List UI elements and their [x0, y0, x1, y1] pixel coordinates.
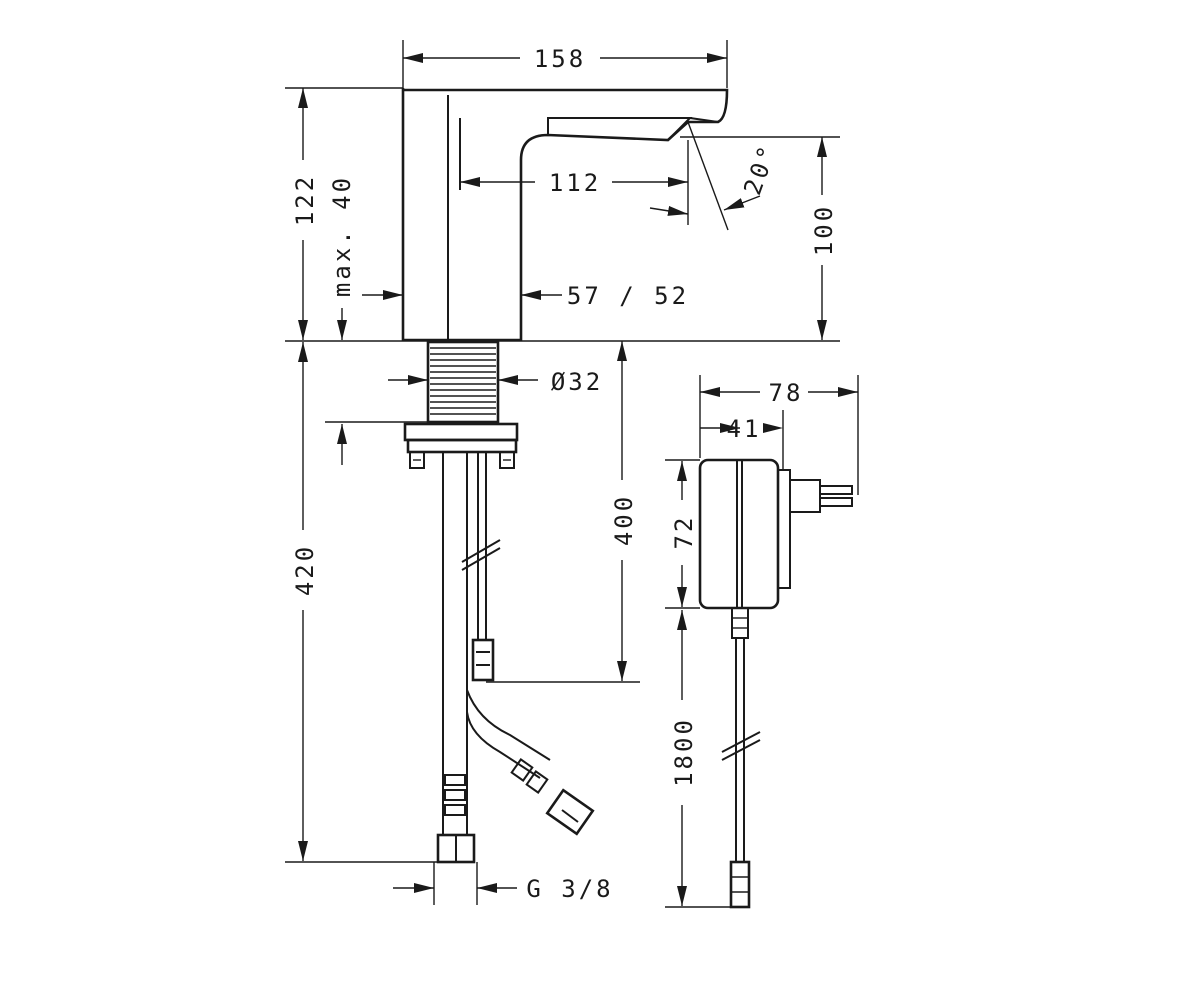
dimension-112: 112	[549, 169, 601, 197]
faucet-body	[401, 88, 729, 342]
mounting-plate	[403, 422, 519, 469]
dimension-1800: 1800	[670, 717, 698, 787]
dimension-78: 78	[769, 379, 804, 407]
dimension-diameter-32: Ø32	[551, 368, 603, 396]
supply-hose-straight	[436, 452, 501, 864]
dimension-72: 72	[670, 515, 698, 550]
jet-angle-line	[687, 121, 729, 231]
dimension-100: 100	[810, 204, 838, 256]
dimension-41: 41	[727, 415, 762, 443]
threaded-shank	[426, 340, 500, 424]
dimension-lines	[285, 40, 859, 908]
dimension-158: 158	[534, 45, 586, 73]
power-adapter	[698, 458, 853, 909]
dimension-420: 420	[291, 544, 319, 596]
supply-hose-angled	[466, 689, 595, 836]
dimension-122: 122	[291, 174, 319, 226]
dimension-57-52: 57 / 52	[567, 282, 689, 310]
sensor-cable	[471, 452, 495, 682]
dimension-400: 400	[610, 494, 638, 546]
dimension-20-degree: 20°	[738, 140, 782, 199]
dimension-g-3-8: G 3/8	[526, 875, 613, 903]
dimension-max-40: max. 40	[328, 175, 356, 297]
